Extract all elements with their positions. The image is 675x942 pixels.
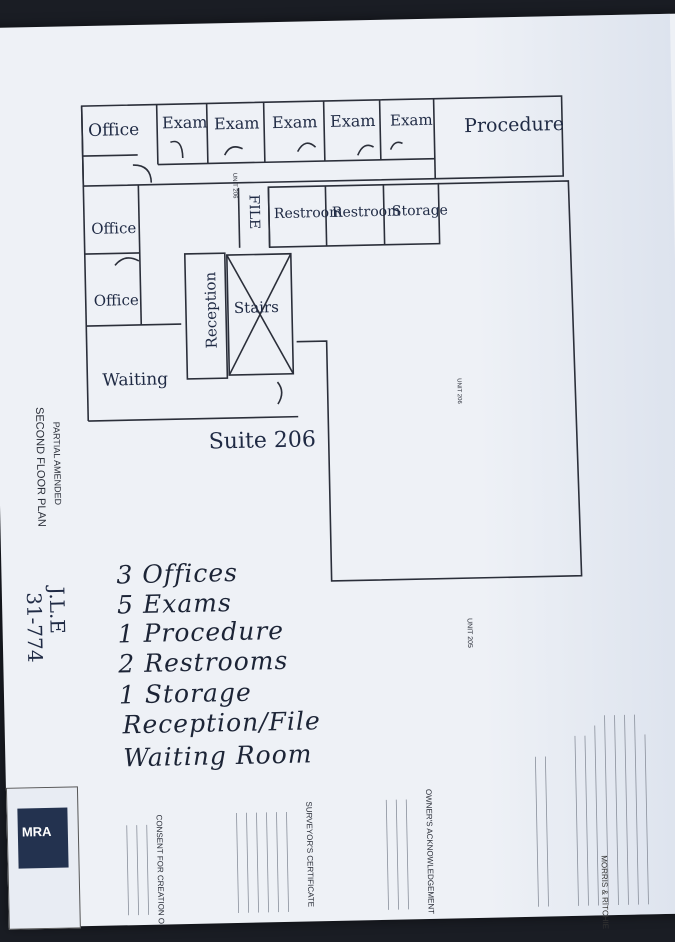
title-line-2: SECOND FLOOR PLAN [33, 407, 48, 527]
room-storage: Storage [392, 202, 448, 219]
room-restroom-1: Restroom [274, 205, 343, 222]
summary-reception-file: Reception/File [122, 706, 322, 740]
title-line-1: PARTIAL AMENDED [51, 422, 63, 506]
mra-logo-text: MRA [21, 823, 52, 840]
unit-206-label-b: UNIT 206 [455, 378, 462, 404]
firm-logo-box: MRA [5, 786, 81, 930]
consent-heading: CONSENT FOR CREATION OF UNIT OWNERS [155, 815, 168, 928]
room-procedure: Procedure [464, 113, 564, 137]
floor-plan-drawing: Office Exam Exam Exam Exam Exam Procedur… [22, 95, 649, 928]
owners-acknowledgement: OWNER'S ACKNOWLEDGEMENT [424, 789, 436, 914]
room-exam-4: Exam [330, 111, 376, 131]
summary-waiting-room: Waiting Room [123, 739, 313, 773]
floor-plan-sheet: Office Exam Exam Exam Exam Exam Procedur… [0, 13, 675, 930]
room-stairs: Stairs [234, 298, 279, 317]
room-office-low: Office [94, 291, 140, 310]
suite-label: Suite 206 [208, 427, 316, 454]
fine-print-lines [126, 714, 649, 916]
handwritten-initials: J.L.E [45, 584, 70, 634]
plan-walls [80, 95, 583, 582]
summary-exams: 5 Exams [116, 588, 233, 620]
summary-offices: 3 Offices [116, 557, 239, 590]
summary-procedure: 1 Procedure [117, 615, 285, 649]
room-reception: Reception [201, 271, 221, 348]
summary-restrooms: 2 Restrooms [118, 645, 289, 679]
room-waiting: Waiting [102, 369, 168, 390]
room-file: FILE [246, 194, 263, 229]
room-exam-5: Exam [390, 111, 433, 130]
unit-205-label: UNIT 205 [465, 618, 473, 648]
firm-name: MORRIS & RITCHIE [599, 855, 611, 930]
room-exam-2: Exam [214, 113, 260, 133]
room-exam-3: Exam [272, 112, 318, 132]
room-restroom-2: Restroom [332, 203, 401, 220]
room-exam-1: Exam [162, 112, 208, 132]
handwritten-number: 31-774 [22, 592, 47, 663]
room-office-top: Office [88, 120, 139, 141]
summary-storage: 1 Storage [118, 677, 253, 710]
surveyors-certificate: SURVEYOR'S CERTIFICATE [304, 801, 315, 907]
room-office-mid: Office [91, 219, 137, 238]
unit-206-label-a: UNIT 206 [231, 173, 238, 199]
